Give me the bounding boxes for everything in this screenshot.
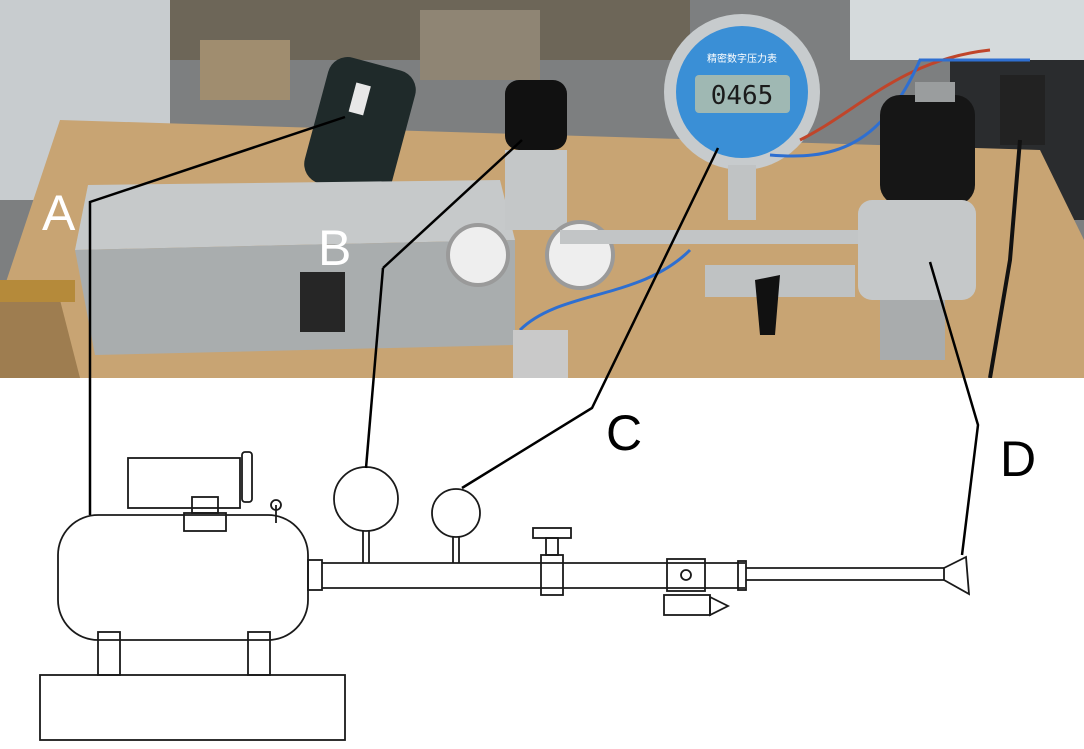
digital-gauge-display [695, 75, 790, 113]
safety-valve-cap [270, 499, 282, 511]
gauge-stem [728, 165, 756, 220]
solenoid-nut [915, 82, 955, 102]
solenoid-base [880, 300, 945, 360]
regulator-knob [505, 80, 567, 150]
schematic-lines [39, 451, 971, 741]
regulator-base [513, 330, 568, 378]
base-platform [39, 674, 346, 741]
pixelated-block-2 [420, 10, 540, 80]
analog-gauge-left [446, 223, 510, 287]
leader-lines [88, 115, 980, 556]
connector-block [1000, 75, 1045, 145]
label-d: D [1000, 431, 1036, 487]
aluminum-box-top [75, 180, 515, 250]
pipe-horizontal [560, 230, 860, 244]
leader-line-b-upper [382, 139, 523, 269]
leader-line-a [88, 115, 346, 515]
aluminum-box-front [75, 240, 515, 355]
nozzle-connector [737, 560, 747, 591]
outlet-flange [307, 559, 323, 591]
valve-fittings [705, 265, 855, 297]
solenoid-body [858, 200, 976, 300]
pixelated-block-1 [200, 40, 290, 100]
regulator-body [505, 150, 567, 230]
leader-line-b [364, 267, 385, 469]
leader-line-d [928, 261, 980, 556]
compressor-box [127, 457, 241, 509]
label-c: C [606, 405, 642, 461]
solenoid-actuator [663, 594, 711, 616]
tank-valve-cap [191, 496, 219, 514]
bell-mouth [943, 555, 971, 596]
brass-inlet [0, 280, 75, 302]
black-cable [988, 139, 1022, 378]
regulator-valve-neck [545, 537, 559, 556]
compressor-end [241, 451, 253, 503]
red-cable [799, 48, 991, 142]
blue-cable-2 [769, 58, 1030, 158]
apparatus-photo: 精密数字压力表 0465 [0, 0, 1084, 378]
box-slot [300, 272, 345, 332]
gauge-c [431, 488, 481, 538]
digital-gauge-brand: 精密数字压力表 [707, 52, 777, 65]
digital-gauge-reading: 0465 [711, 81, 774, 111]
solenoid-coil [880, 95, 975, 205]
solenoid-valve-port [680, 569, 692, 581]
window-right [850, 0, 1084, 60]
solenoid-valve [666, 558, 706, 592]
leader-line-c [461, 147, 720, 490]
air-tank [57, 514, 309, 641]
tank-leg-right [247, 631, 271, 676]
blue-cable [518, 248, 692, 332]
tank-leg-left [97, 631, 121, 676]
label-a: A [42, 185, 76, 241]
solenoid-tip [709, 595, 731, 617]
label-b: B [318, 220, 351, 276]
gauge-b [333, 466, 399, 532]
regulator-valve-body [540, 554, 564, 596]
cylinder-label [348, 82, 371, 116]
air-cylinder [304, 57, 416, 197]
valve-handle [755, 275, 780, 335]
regulator-valve-handle [532, 527, 572, 539]
board-shadow [0, 300, 80, 378]
